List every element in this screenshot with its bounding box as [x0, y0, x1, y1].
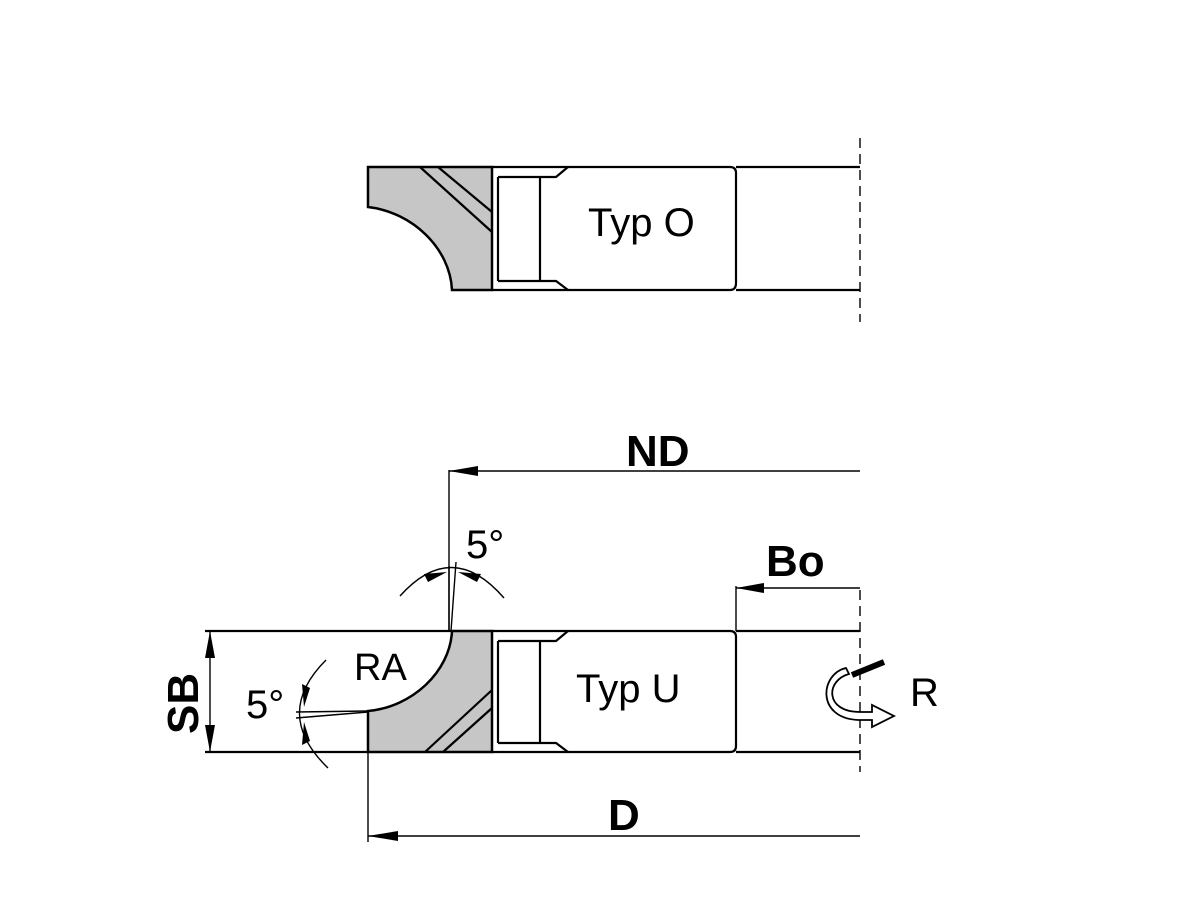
top-neck-groove — [498, 166, 569, 291]
left-angle-dimension: 5° — [246, 659, 369, 769]
bo-arrowhead — [736, 583, 764, 593]
bo-label: Bo — [766, 537, 825, 586]
d-dimension: D — [367, 752, 860, 842]
left-angle-arrow-bottom — [302, 722, 310, 745]
sb-arrowhead-top — [205, 631, 215, 658]
top-angle-arc — [399, 566, 505, 599]
bottom-label-box — [568, 629, 738, 754]
left-angle-arrow-top — [302, 684, 310, 707]
nd-label: ND — [626, 427, 690, 476]
rotation-indicator: R — [825, 659, 939, 729]
top-label-box — [568, 165, 738, 292]
top-angle-dimension: 5° — [399, 523, 505, 632]
sb-arrowhead-bottom — [205, 725, 215, 752]
top-chamfer-line-1 — [419, 166, 493, 233]
top-type-label: Typ O — [588, 201, 695, 245]
d-arrowhead — [368, 831, 398, 841]
sb-label: SB — [159, 673, 208, 734]
d-label: D — [608, 791, 640, 840]
nd-arrowhead — [449, 466, 478, 476]
top-angle-arrow-right — [458, 572, 481, 582]
nd-dimension: ND — [448, 427, 860, 631]
bottom-type-label: Typ U — [576, 667, 680, 711]
ra-label: RA — [354, 647, 407, 689]
bottom-view: Typ U RA — [205, 590, 861, 772]
top-angle-arrow-left — [424, 572, 447, 582]
rotation-tool-mark — [850, 659, 886, 678]
bottom-chamfer-line-1 — [424, 689, 493, 753]
top-chamfer-line-2 — [437, 166, 493, 213]
left-angle-ref-line — [295, 710, 369, 713]
top-insert — [366, 165, 494, 292]
left-angle-clearance-line — [295, 711, 369, 719]
left-angle-label: 5° — [246, 683, 284, 727]
bottom-chamfer-line-2 — [442, 707, 493, 753]
bottom-neck-groove — [498, 630, 569, 753]
top-angle-clearance-line — [450, 561, 457, 632]
left-angle-arc — [298, 659, 329, 769]
sb-dimension: SB — [159, 631, 215, 752]
bo-dimension: Bo — [735, 537, 860, 631]
rotation-arrow-icon — [825, 666, 897, 729]
top-angle-label: 5° — [466, 523, 504, 567]
rotation-label: R — [910, 671, 939, 715]
top-view: Typ O — [366, 138, 861, 322]
